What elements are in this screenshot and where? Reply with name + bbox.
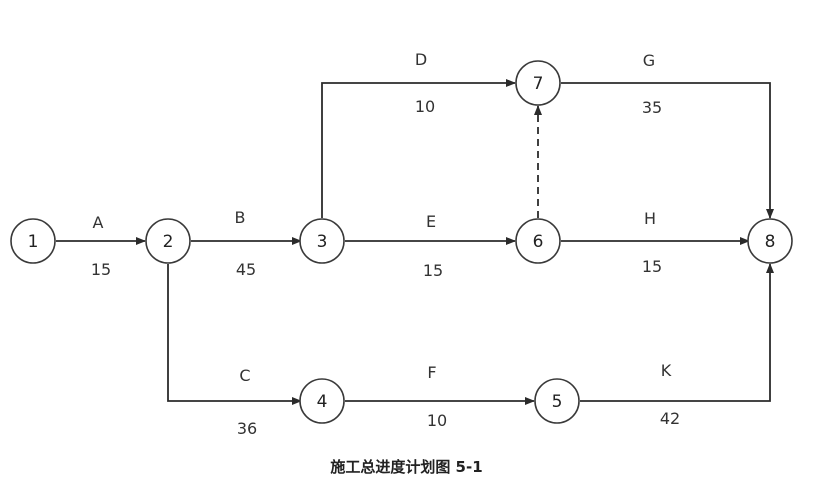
- node-8: 8: [747, 218, 793, 264]
- activity-G-duration: 35: [642, 98, 662, 117]
- node-1-label: 1: [28, 232, 39, 252]
- node-7-label: 7: [533, 74, 544, 94]
- activity-labels: A 15 B 45 C 36 D 10 E 15 F 10 G 35 H 15 …: [91, 50, 680, 438]
- nodes: 1 2 3 4 5 6 7 8: [10, 60, 793, 424]
- activity-G-name: G: [643, 51, 655, 70]
- activity-H-name: H: [644, 209, 656, 228]
- activity-D-name: D: [415, 50, 427, 69]
- activity-E-name: E: [426, 212, 436, 231]
- node-4-label: 4: [317, 392, 328, 412]
- activity-C-duration: 36: [237, 419, 257, 438]
- node-8-label: 8: [765, 232, 776, 252]
- activity-K-duration: 42: [660, 409, 680, 428]
- node-7: 7: [515, 60, 561, 106]
- node-3: 3: [299, 218, 345, 264]
- node-1: 1: [10, 218, 56, 264]
- node-4: 4: [299, 378, 345, 424]
- node-2: 2: [145, 218, 191, 264]
- activity-C-name: C: [239, 366, 250, 385]
- arrow-K: [580, 263, 774, 402]
- activity-K-name: K: [661, 361, 672, 380]
- node-6: 6: [515, 218, 561, 264]
- activity-E-duration: 15: [423, 261, 443, 280]
- edges: [56, 79, 774, 405]
- node-3-label: 3: [317, 232, 328, 252]
- activity-B-name: B: [235, 208, 246, 227]
- node-5-label: 5: [552, 392, 563, 412]
- node-2-label: 2: [163, 232, 174, 252]
- arrow-G: [561, 82, 774, 219]
- activity-A-name: A: [93, 213, 104, 232]
- figure-caption: 施工总进度计划图 5-1: [330, 458, 483, 476]
- arrow-D: [321, 79, 516, 218]
- node-6-label: 6: [533, 232, 544, 252]
- activity-F-name: F: [427, 363, 436, 382]
- activity-A-duration: 15: [91, 260, 111, 279]
- activity-B-duration: 45: [236, 260, 256, 279]
- node-5: 5: [534, 378, 580, 424]
- activity-F-duration: 10: [427, 411, 447, 430]
- activity-D-duration: 10: [415, 97, 435, 116]
- activity-H-duration: 15: [642, 257, 662, 276]
- arrow-C: [167, 264, 302, 405]
